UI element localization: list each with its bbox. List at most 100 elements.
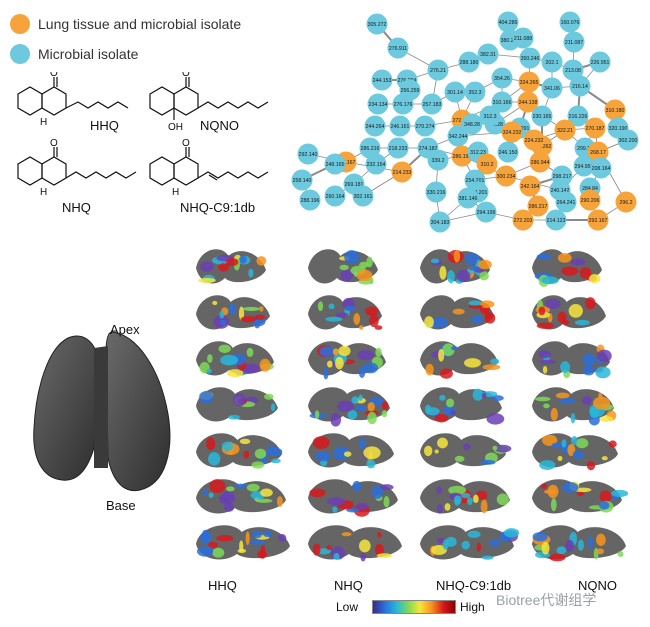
network-node-circle [366,13,388,35]
abundance-spot [363,446,381,460]
abundance-spot [216,535,234,542]
abundance-spot [249,539,266,545]
network-node: 214.123 [545,209,567,231]
network-node-label: 310.166 [493,100,512,106]
network-node-circle [563,31,585,53]
network-node: 292.140 [297,143,319,165]
network-node-circle [617,129,639,151]
network-node-label: 310.2 [481,162,494,168]
abundance-spot [207,354,213,363]
abundance-spot [558,397,576,404]
abundance-spot [371,485,383,499]
network-node: 270.187 [584,117,606,139]
nhqc9-nh: H [172,187,179,198]
network-node-circle [391,161,413,183]
legend-swatch-micro [10,44,30,64]
abundance-spot [545,298,561,310]
structure-hhq [17,77,129,116]
abundance-spot [344,306,356,311]
scale-high-label: High [460,600,485,614]
abundance-spot [199,391,214,404]
abundance-spot [610,489,629,498]
abundance-spot [239,438,251,445]
abundance-spot [436,486,442,495]
network-node-circle [458,51,480,73]
abundance-spot [353,313,361,325]
network-node: 246.150 [497,141,519,163]
abundance-spot [588,274,601,284]
abundance-spot [450,410,456,415]
network-node-circle [475,201,497,223]
abundance-spot [271,458,281,464]
abundance-spot [357,349,375,361]
abundance-spot [330,412,342,427]
abundance-spot [456,269,471,283]
network-node-label: 211.088 [514,36,532,42]
network-node-label: 320.190 [609,126,628,132]
network-node-label: 288.180 [460,60,479,66]
abundance-spot [374,543,384,557]
abundance-spot [425,407,440,416]
legend-label-micro: Microbial isolate [38,46,139,62]
lung-3d-model [33,331,171,492]
network-node-label: 242.164 [521,184,540,190]
network-node-label: 240.142 [551,188,570,194]
network-node-label: 270.274 [416,124,435,130]
scale-low-label: Low [336,600,359,614]
network-node-circle [527,195,549,217]
network-node-circle [517,91,539,113]
network-node-label: 292.140 [299,152,318,158]
abundance-spot [438,348,445,362]
network-node: 302.161 [352,185,374,207]
abundance-spot [451,345,458,351]
abundance-spot [309,488,326,498]
network-node-label: 286.217 [529,204,548,210]
abundance-spot [468,304,483,309]
nhq-nh: H [40,187,47,198]
abundance-spot [200,532,212,543]
hhq-nh: H [40,117,47,128]
network-node-label: 234.134 [369,102,388,108]
network-node-label: 324.265 [520,80,539,86]
network-node: 324.232 [501,121,523,143]
network-node-circle [495,165,517,187]
abundance-spot [278,534,287,542]
network-node-label: 248.165 [326,162,345,168]
network-node: 211.088 [512,27,534,49]
abundance-spot [466,497,473,505]
network-node-circle [579,189,601,211]
abundance-spot [226,258,239,267]
abundance-spot [541,276,559,285]
nqno-oxygen: O [182,72,190,79]
network-node-circle [555,191,577,213]
abundance-spot [599,415,614,422]
network-node-label: 312.3 [484,114,497,120]
network-node-label: 224.232 [525,138,544,144]
network-node-label: 216.14 [572,84,588,90]
abundance-spot [263,393,274,400]
network-node-label: 284.201 [469,190,488,196]
network-node: 382.31 [477,43,499,65]
abundance-spot [574,319,590,326]
abundance-spot [437,437,448,449]
nhq-oxygen: O [50,138,58,149]
abundance-spot [544,489,557,495]
network-node: 257.183 [421,93,443,115]
abundance-spot [198,277,216,284]
network-node: 296.2 [615,191,637,213]
abundance-spot [550,407,558,421]
abundance-spot [490,358,500,365]
network-node: 330.216 [425,181,447,203]
abundance-spot [251,461,265,469]
network-node-label: 302.200 [619,138,638,144]
network-node-label: 270.187 [586,126,605,132]
abundance-spot [481,392,487,399]
abundance-spot [234,483,248,489]
network-node: 234.134 [367,93,389,115]
network-node-label: 211.087 [565,40,583,46]
network-node: 286.217 [527,195,549,217]
network-node-label: 246.150 [499,150,518,156]
abundance-spot [475,490,488,501]
abundance-spot [541,483,547,489]
network-node-label: 330.216 [427,190,446,196]
